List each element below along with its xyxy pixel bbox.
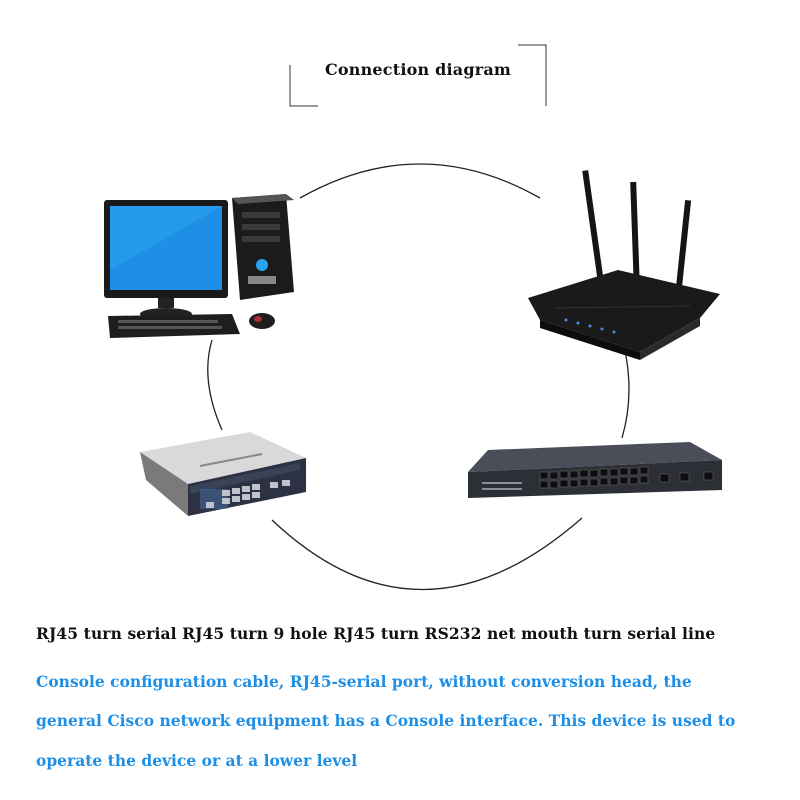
description-line-1: Console configuration cable, RJ45-serial… bbox=[36, 672, 692, 691]
connection-diagram bbox=[104, 163, 722, 591]
ring-arc-left bbox=[207, 339, 223, 431]
ring-arc-bottom bbox=[271, 517, 583, 591]
description-line-2: general Cisco network equipment has a Co… bbox=[36, 711, 736, 730]
diagram-title: Connection diagram bbox=[324, 60, 512, 79]
title-bracket-lines bbox=[289, 44, 547, 107]
cable-types-subtitle: RJ45 turn serial RJ45 turn 9 hole RJ45 t… bbox=[36, 624, 716, 643]
title-frame: Connection diagram bbox=[288, 43, 548, 108]
description-line-3: operate the device or at a lower level bbox=[36, 751, 358, 770]
rack-network-switch-icon bbox=[468, 442, 722, 498]
ring-arc-top bbox=[299, 163, 541, 199]
small-network-switch-icon bbox=[140, 432, 306, 516]
desktop-computer-icon bbox=[104, 194, 294, 338]
wifi-router-icon bbox=[528, 170, 720, 360]
